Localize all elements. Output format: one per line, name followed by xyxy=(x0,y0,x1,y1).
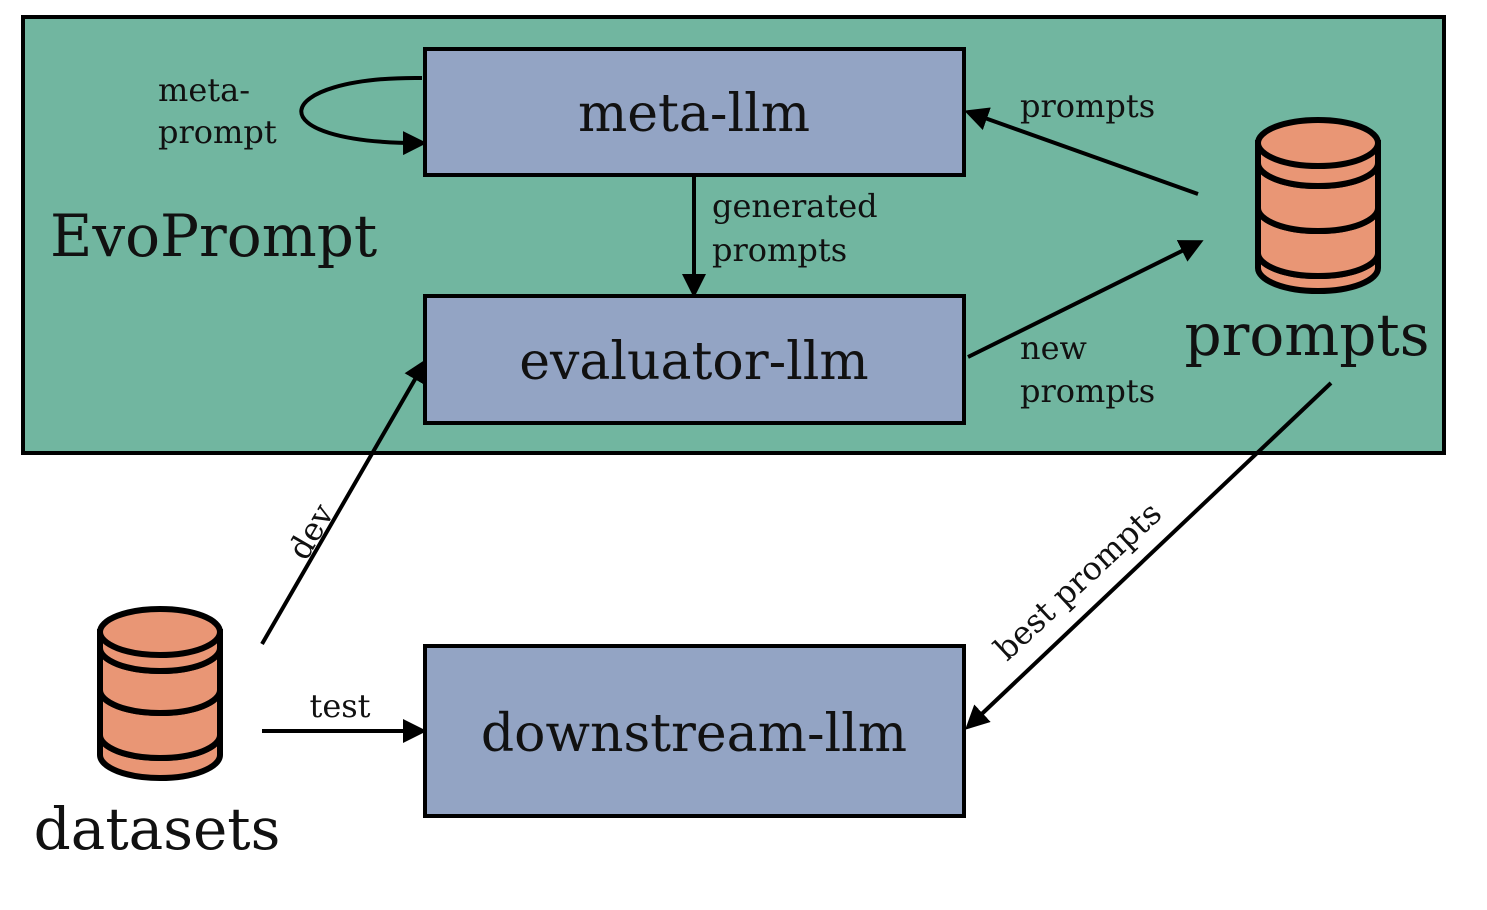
downstream-llm-node: downstream-llm xyxy=(423,644,966,818)
new-prompts-label-line1: new xyxy=(1020,329,1087,367)
test-label: test xyxy=(309,687,370,725)
best-prompts-label: best prompts xyxy=(987,494,1169,668)
downstream-llm-box xyxy=(423,644,966,818)
dev-arrow xyxy=(260,358,428,646)
meta-llm-label: meta-llm xyxy=(578,84,810,144)
evaluator-llm-node: evaluator-llm xyxy=(423,294,966,425)
datasets-database-label: datasets xyxy=(34,795,281,863)
new-prompts-label-line2: prompts xyxy=(1020,372,1155,410)
prompts-database-icon xyxy=(1255,117,1381,294)
best-prompts-arrow xyxy=(965,381,1333,730)
evaluator-llm-label: evaluator-llm xyxy=(519,332,868,392)
downstream-llm-label: downstream-llm xyxy=(481,704,907,764)
evoprompt-title: EvoPrompt xyxy=(50,202,377,270)
meta-llm-node: meta-llm xyxy=(423,47,966,177)
new-prompts-arrow xyxy=(967,240,1204,359)
dev-label: dev xyxy=(280,497,342,566)
meta-prompt-label-line2: prompt xyxy=(158,113,277,151)
generated-prompts-label-line2: prompts xyxy=(712,231,847,269)
generated-prompts-label-line1: generated xyxy=(712,187,878,225)
datasets-database-icon xyxy=(97,606,223,781)
meta-prompt-label-line1: meta- xyxy=(158,71,250,109)
prompts-to-meta-arrow xyxy=(964,107,1199,196)
prompts-database-label: prompts xyxy=(1185,301,1430,369)
meta-llm-box xyxy=(423,47,966,177)
meta-prompt-loop-arrow xyxy=(299,75,427,156)
prompts-to-meta-label: prompts xyxy=(1020,87,1155,125)
